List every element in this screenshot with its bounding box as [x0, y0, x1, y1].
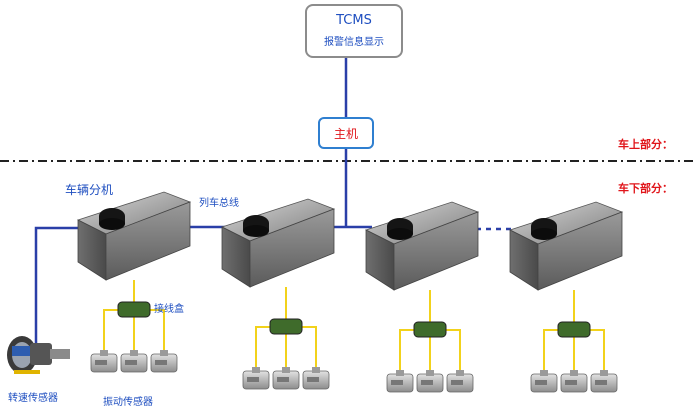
vibration-sensor-icon: [302, 367, 330, 390]
tcms-title: TCMS: [336, 13, 372, 28]
vibration-sensor-icon: [242, 367, 270, 390]
vibration-sensor-label: 振动传感器: [103, 397, 153, 408]
junction-box: [557, 321, 591, 338]
vehicle-unit-label: 车辆分机: [65, 183, 114, 197]
vibration-sensor-icon: [446, 370, 474, 393]
junction-box: [269, 318, 303, 335]
vibration-sensor-icon: [150, 350, 178, 373]
zone-upper-label: 车上部分：: [618, 138, 673, 151]
host-box: 主机: [318, 117, 374, 149]
zone-lower-label: 车下部分：: [618, 182, 673, 195]
vibration-sensor-icon: [530, 370, 558, 393]
junction-box: [413, 321, 447, 338]
junction-box-label: 接线盒: [154, 304, 184, 315]
speed-sensor-icon: [7, 336, 70, 374]
vehicle-unit-box: [76, 191, 192, 281]
vibration-sensor-icon: [590, 370, 618, 393]
vibration-sensor-icon: [416, 370, 444, 393]
vehicle-unit-box: [508, 201, 624, 291]
vibration-sensor-icon: [560, 370, 588, 393]
tcms-subtitle: 报警信息显示: [324, 37, 384, 48]
vibration-sensor-icon: [272, 367, 300, 390]
train-bus-label: 列车总线: [199, 198, 239, 209]
host-label: 主机: [333, 127, 358, 141]
tcms-box: TCMS 报警信息显示: [305, 4, 403, 58]
vehicle-unit-box: [220, 198, 336, 288]
vehicle-unit-box: [364, 201, 480, 291]
junction-box: [117, 301, 151, 318]
vibration-sensor-icon: [120, 350, 148, 373]
speed-sensor-label: 转速传感器: [8, 393, 58, 404]
vibration-sensor-icon: [386, 370, 414, 393]
vibration-sensor-icon: [90, 350, 118, 373]
speed-sensor-cable: [34, 226, 82, 345]
